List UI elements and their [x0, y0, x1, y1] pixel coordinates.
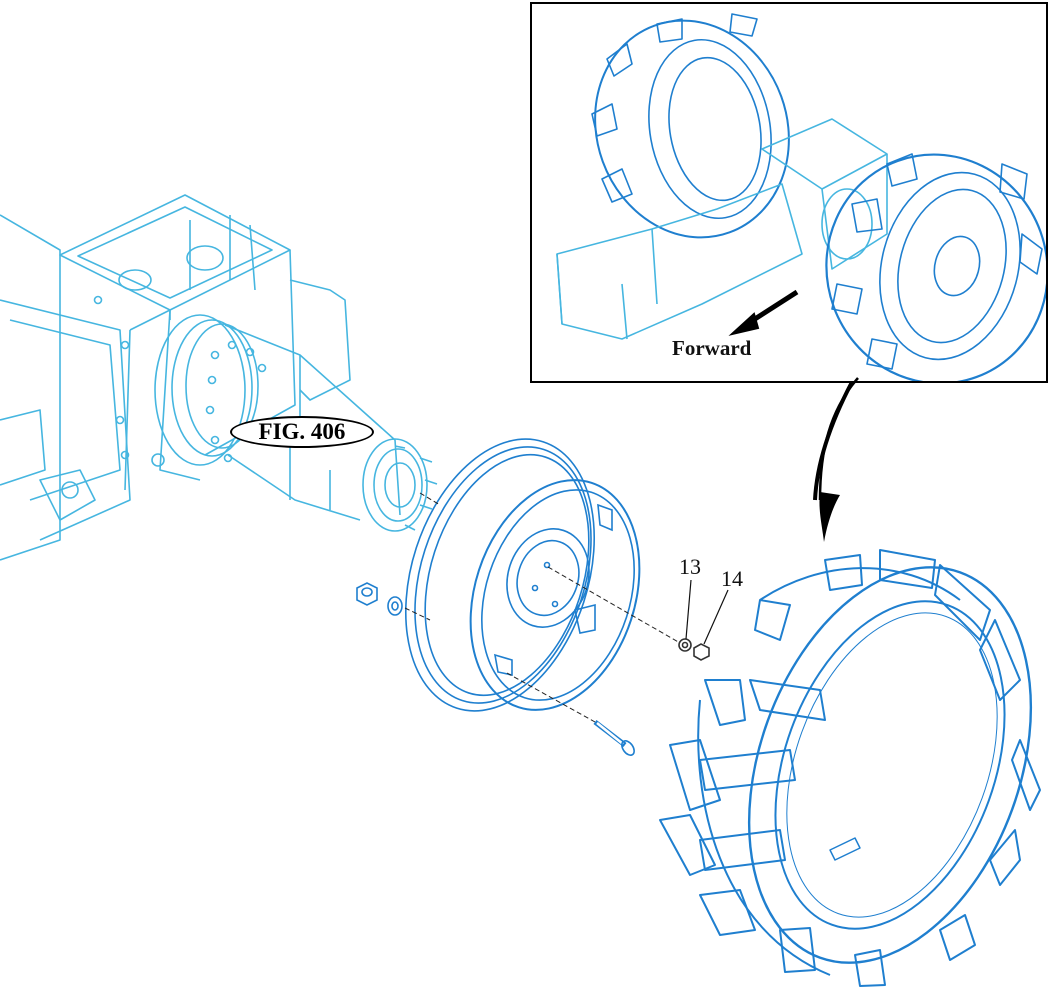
- assembly-overview-inset: [530, 2, 1049, 385]
- assembly-overview-drawing: [556, 13, 1049, 385]
- wheel-bolt: [593, 720, 635, 756]
- left-nut-and-washer: [356, 582, 403, 616]
- wheel-rim: [404, 438, 641, 712]
- forward-direction-label: Forward: [672, 336, 752, 360]
- washer-13: [678, 638, 692, 652]
- figure-reference-badge[interactable]: FIG. 406: [230, 416, 374, 448]
- nut-14: [693, 643, 710, 661]
- callout-13: 13: [679, 554, 701, 579]
- callout-14: 14: [721, 566, 743, 591]
